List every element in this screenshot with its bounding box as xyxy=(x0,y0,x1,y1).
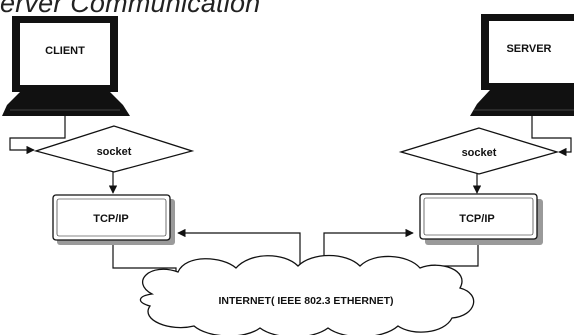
client-socket-shape xyxy=(33,125,195,173)
client-tcpip-box xyxy=(52,194,175,245)
server-tcpip-label: TCP/IP xyxy=(459,213,494,225)
server-socket-shape xyxy=(398,127,560,175)
server-label: SERVER xyxy=(506,43,551,55)
client-tcpip-label: TCP/IP xyxy=(93,213,128,225)
client-socket-label: socket xyxy=(97,146,132,158)
client-computer-icon xyxy=(2,16,130,116)
server-computer-icon xyxy=(470,14,574,116)
server-tcpip-box xyxy=(419,193,543,245)
client-label: CLIENT xyxy=(45,45,85,57)
internet-cloud-shape xyxy=(139,254,475,335)
internet-label: INTERNET( IEEE 802.3 ETHERNET) xyxy=(218,295,393,307)
diagram-title: erver Communication xyxy=(0,0,261,18)
server-socket-label: socket xyxy=(462,147,497,159)
